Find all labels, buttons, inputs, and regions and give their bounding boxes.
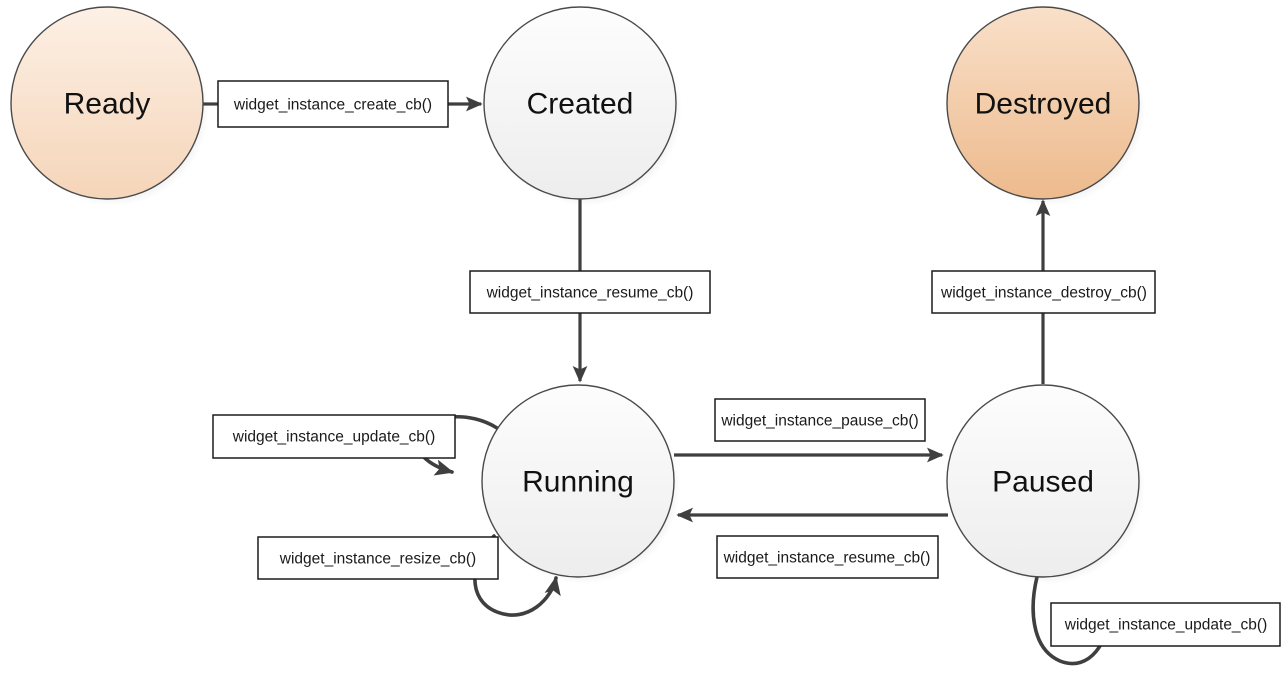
edge-label-text-create: widget_instance_create_cb()	[233, 97, 432, 114]
edge-label-text-running-resize: widget_instance_resize_cb()	[279, 551, 476, 568]
edge-label-resume-paused[interactable]: widget_instance_resume_cb()	[716, 535, 939, 579]
edge-label-resume-created[interactable]: widget_instance_resume_cb()	[469, 270, 711, 314]
state-node-paused[interactable]: Paused	[946, 384, 1140, 578]
state-label-ready: Ready	[64, 88, 151, 121]
edge-label-pause[interactable]: widget_instance_pause_cb()	[714, 398, 926, 442]
edge-label-create[interactable]: widget_instance_create_cb()	[217, 80, 449, 128]
edge-label-text-running-update: widget_instance_update_cb()	[232, 429, 436, 446]
state-label-running: Running	[522, 466, 634, 499]
edge-label-paused-update[interactable]: widget_instance_update_cb()	[1050, 602, 1281, 647]
edge-label-running-update[interactable]: widget_instance_update_cb()	[212, 414, 456, 459]
state-label-destroyed: Destroyed	[975, 88, 1112, 121]
edge-label-running-resize[interactable]: widget_instance_resize_cb()	[257, 536, 499, 580]
edge-label-destroy[interactable]: widget_instance_destroy_cb()	[931, 270, 1156, 314]
state-node-ready[interactable]: Ready	[10, 6, 204, 200]
edge-label-text-resume-created: widget_instance_resume_cb()	[486, 285, 694, 302]
edge-label-text-pause: widget_instance_pause_cb()	[720, 413, 918, 430]
edge-label-text-destroy: widget_instance_destroy_cb()	[940, 285, 1147, 302]
state-label-created: Created	[527, 88, 634, 121]
state-label-paused: Paused	[992, 466, 1094, 499]
state-node-destroyed[interactable]: Destroyed	[946, 6, 1140, 200]
edge-label-text-paused-update: widget_instance_update_cb()	[1064, 617, 1268, 634]
edge-label-text-resume-paused: widget_instance_resume_cb()	[723, 550, 931, 567]
state-node-created[interactable]: Created	[483, 6, 677, 200]
state-node-running[interactable]: Running	[481, 384, 675, 578]
